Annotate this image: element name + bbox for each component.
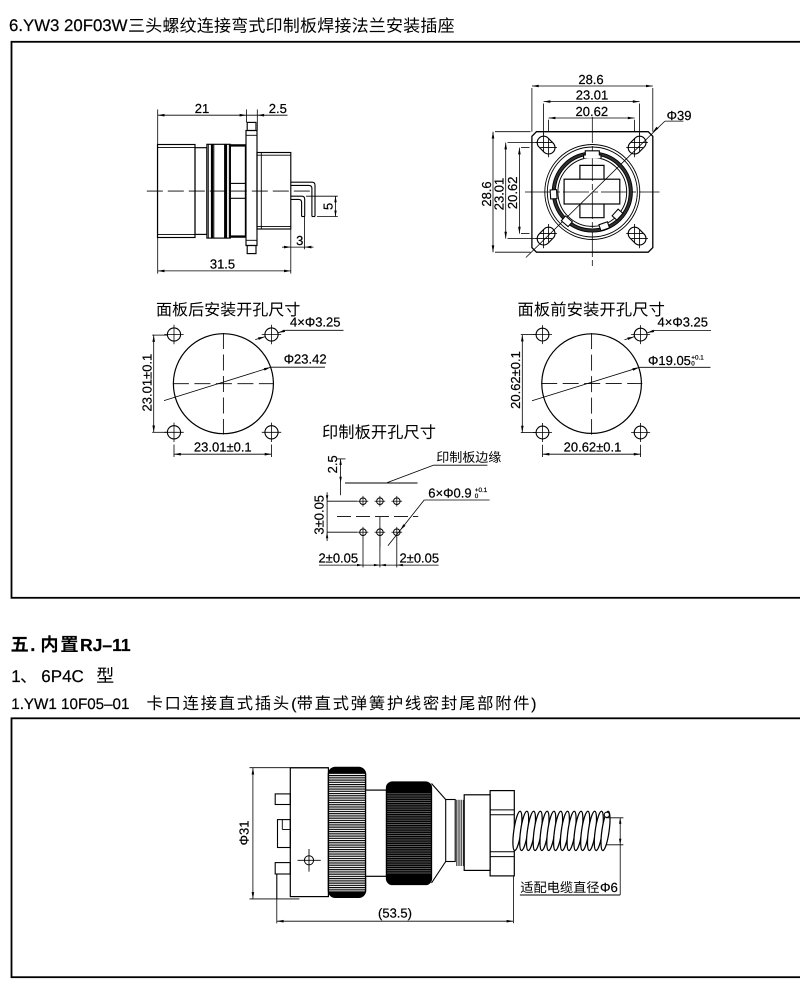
svg-text:31.5: 31.5 bbox=[210, 257, 235, 272]
svg-text:6P4C: 6P4C bbox=[41, 667, 84, 686]
svg-text:23.01±0.1: 23.01±0.1 bbox=[140, 354, 155, 412]
svg-text:Φ39: Φ39 bbox=[667, 108, 692, 123]
svg-text:28.6: 28.6 bbox=[578, 72, 603, 87]
svg-text:3±0.05: 3±0.05 bbox=[312, 495, 327, 535]
svg-text:2±0.05: 2±0.05 bbox=[318, 551, 358, 566]
svg-text:Φ23.42: Φ23.42 bbox=[284, 352, 327, 367]
svg-text:+0.1: +0.1 bbox=[475, 487, 488, 494]
svg-text:2±0.05: 2±0.05 bbox=[399, 551, 439, 566]
svg-text:6.YW3 20F03W: 6.YW3 20F03W bbox=[9, 16, 128, 35]
svg-text:6×Φ0.9: 6×Φ0.9 bbox=[428, 485, 471, 500]
svg-text:(53.5): (53.5) bbox=[378, 906, 412, 921]
svg-text:(: ( bbox=[291, 696, 297, 713]
svg-text:): ) bbox=[531, 696, 536, 713]
svg-text:2.5: 2.5 bbox=[325, 455, 340, 473]
svg-text:1: 1 bbox=[11, 667, 20, 686]
svg-text:20.62±0.1: 20.62±0.1 bbox=[508, 351, 523, 409]
svg-text:28.6: 28.6 bbox=[479, 181, 494, 206]
svg-text:2.5: 2.5 bbox=[269, 101, 287, 116]
svg-text:20.62±0.1: 20.62±0.1 bbox=[564, 440, 622, 455]
svg-text:.: . bbox=[30, 634, 35, 655]
svg-text:Φ6: Φ6 bbox=[600, 880, 618, 895]
svg-text:23.01: 23.01 bbox=[492, 178, 507, 211]
svg-text:21: 21 bbox=[195, 101, 209, 116]
svg-text:0: 0 bbox=[691, 361, 695, 368]
svg-text:1.YW1 10F05–01: 1.YW1 10F05–01 bbox=[11, 696, 129, 713]
svg-text:4×Φ3.25: 4×Φ3.25 bbox=[290, 314, 341, 329]
svg-text:20.62: 20.62 bbox=[576, 104, 609, 119]
svg-text:Φ31: Φ31 bbox=[237, 820, 252, 845]
svg-text:0: 0 bbox=[475, 493, 479, 500]
svg-text:5: 5 bbox=[321, 203, 336, 210]
svg-text:4×Φ3.25: 4×Φ3.25 bbox=[658, 315, 709, 330]
svg-text:23.01: 23.01 bbox=[576, 88, 609, 103]
svg-text:20.62: 20.62 bbox=[505, 177, 520, 210]
svg-text:23.01±0.1: 23.01±0.1 bbox=[194, 440, 252, 455]
svg-text:+0.1: +0.1 bbox=[691, 354, 704, 361]
svg-text:RJ–11: RJ–11 bbox=[80, 635, 131, 655]
svg-text:Φ19.05: Φ19.05 bbox=[648, 353, 691, 368]
svg-text:3: 3 bbox=[296, 233, 303, 248]
